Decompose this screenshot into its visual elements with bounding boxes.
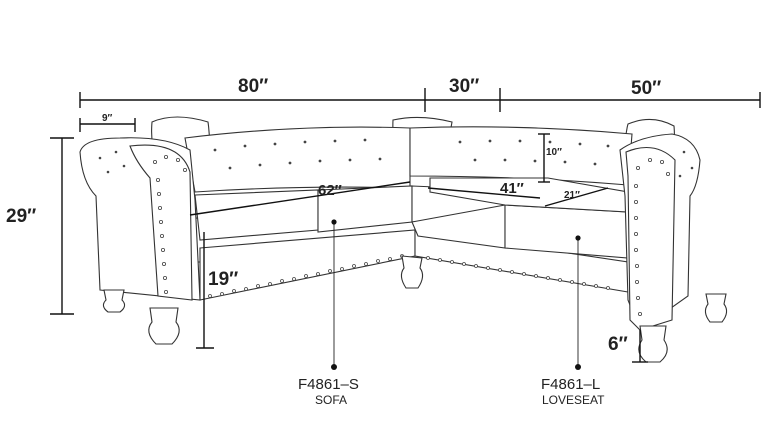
loveseat-back — [409, 126, 633, 186]
loveseat-model-code: F4861–L — [541, 376, 600, 393]
dim-arm-width: 9″ — [102, 113, 113, 124]
dimension-lines — [50, 88, 761, 370]
left-arm-nailheads — [152, 154, 187, 294]
dim-seat-depth: 21″ — [564, 190, 580, 201]
dim-total-width: 80″ — [238, 76, 268, 97]
dim-sofa-seat: 62″ — [318, 182, 342, 199]
back-tufting — [213, 138, 610, 170]
right-arm-tufting — [678, 150, 694, 178]
right-arm-nailheads — [634, 157, 671, 316]
dim-corner-width: 30″ — [449, 76, 479, 97]
nailhead-trim-base — [208, 254, 610, 298]
dim-loveseat-width: 50″ — [631, 78, 661, 99]
dim-leg-height: 6″ — [608, 334, 628, 355]
sofa-model-code: F4861–S — [298, 376, 359, 393]
sofa-back — [184, 126, 411, 193]
sofa-drawing — [79, 116, 728, 363]
dim-back-cushion: 10″ — [546, 147, 562, 158]
loveseat-cushion-right — [504, 204, 629, 259]
leg-left-back — [102, 289, 126, 313]
leg-center — [400, 255, 424, 289]
leg-right-back — [704, 293, 728, 323]
dim-seat-height: 19″ — [208, 269, 238, 290]
sofa-type-label: SOFA — [315, 393, 347, 407]
leg-left-front — [148, 307, 180, 345]
left-arm-tufting — [98, 150, 126, 174]
loveseat-type-label: LOVESEAT — [542, 393, 605, 407]
dim-height: 29″ — [6, 206, 36, 227]
dim-loveseat-seat: 41″ — [500, 180, 524, 197]
leg-right-front — [638, 325, 668, 363]
right-arm-scroll — [625, 146, 676, 331]
